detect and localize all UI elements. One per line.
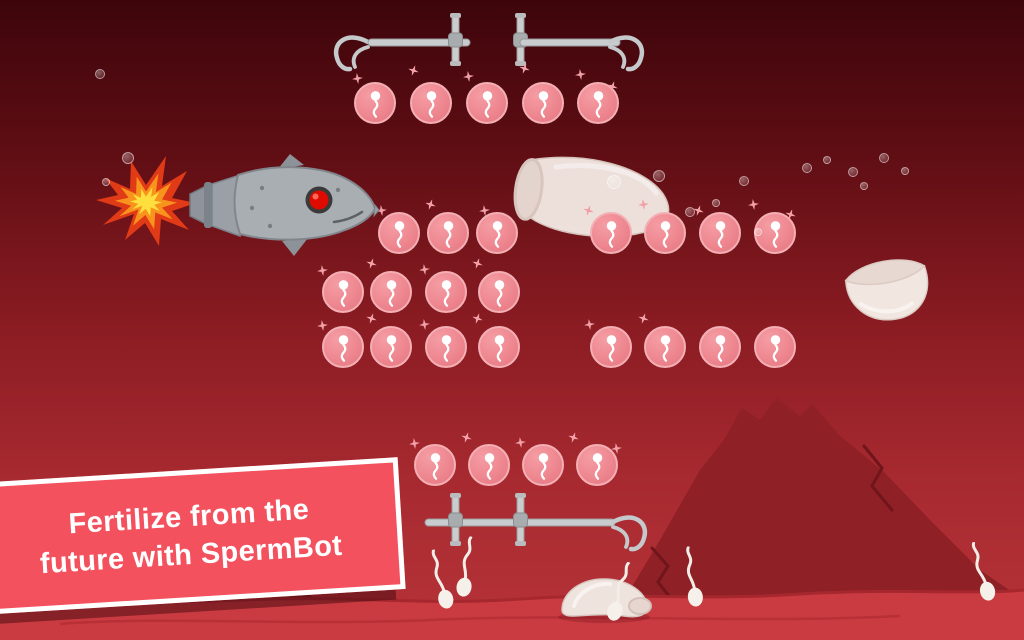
tool-pin	[448, 493, 463, 546]
rocket-flame-icon	[96, 156, 196, 246]
condom-tip	[844, 259, 929, 321]
robot-body	[189, 154, 380, 256]
robot-eye	[305, 186, 333, 214]
tool-pin	[513, 493, 528, 546]
grabber-claw-icon	[610, 515, 648, 552]
surgical-tools-bottom	[424, 493, 648, 552]
promo-banner: Fertilize from the future with SpermBot	[0, 457, 406, 615]
ground	[0, 590, 1024, 640]
ground-wave-line	[59, 614, 901, 626]
grabber-claw-icon	[607, 35, 645, 72]
condom-ground	[558, 578, 652, 623]
spermbot-robot	[96, 154, 380, 256]
mountain-silhouette	[600, 398, 1024, 640]
grabber-claw-icon	[333, 35, 371, 72]
mountain-crack	[650, 546, 674, 602]
tool-pin	[448, 13, 463, 66]
surgical-tools-top	[333, 13, 645, 72]
mountain-crack	[862, 444, 894, 512]
